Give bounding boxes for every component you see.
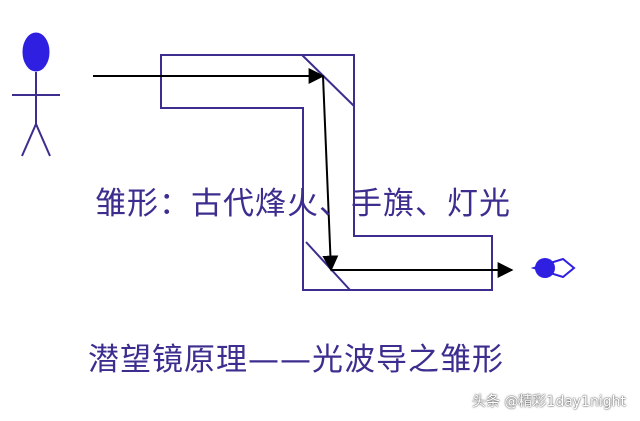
watermark: 头条 @精彩1day1night <box>471 394 626 410</box>
caption-bottom: 潜望镜原理——光波导之雏形 <box>88 342 504 378</box>
person-icon <box>12 32 60 157</box>
eye-icon <box>530 257 576 279</box>
light-ray-down <box>322 75 339 272</box>
bottom-mirror <box>305 241 351 291</box>
top-mirror <box>301 54 355 107</box>
caption-top: 雏形：古代烽火、手旗、灯光 <box>95 186 511 222</box>
periscope-tube-outline <box>160 54 493 291</box>
